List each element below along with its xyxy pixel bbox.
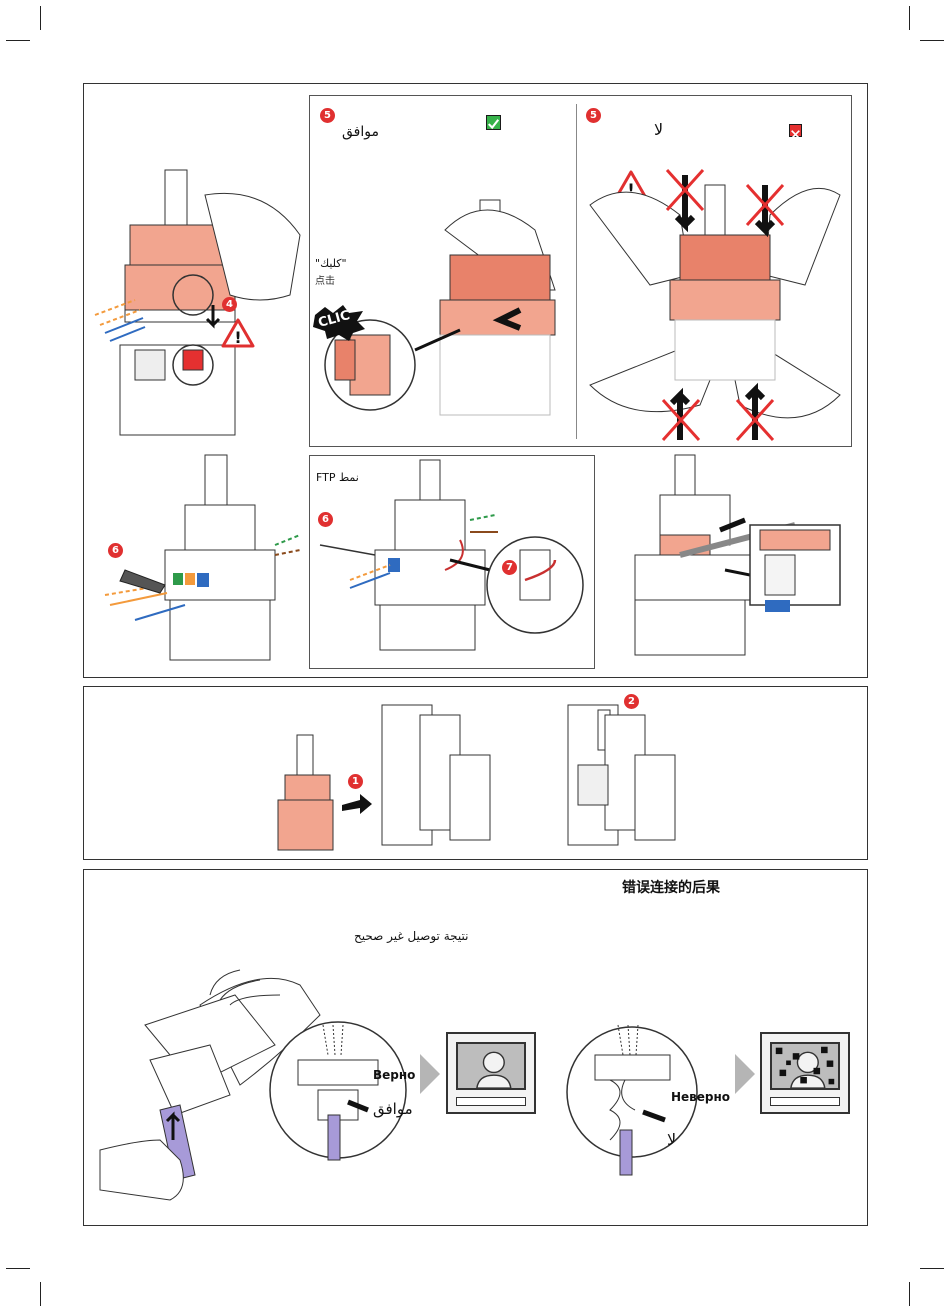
consequences-title-ar: نتيجة توصيل غير صحيح xyxy=(354,929,468,943)
grey-arrow-icon xyxy=(735,1054,755,1094)
crop-mark xyxy=(40,1282,41,1306)
correct-label-ar: موافق xyxy=(373,1100,413,1118)
correct-label-ru: Верно xyxy=(373,1068,415,1082)
step-badge-5-ok: 5 xyxy=(320,108,335,123)
step1-illustration xyxy=(270,695,500,855)
step6-ftp-illustration xyxy=(320,460,590,665)
no-label-ar: لا xyxy=(654,120,663,139)
step6-left-illustration xyxy=(105,455,305,665)
crop-mark xyxy=(909,1282,910,1306)
monitor-error-icon xyxy=(760,1032,850,1114)
step-badge-6-left: 6 xyxy=(108,543,123,558)
correct-detail-illustration xyxy=(268,1020,408,1160)
step5-no-illustration xyxy=(585,165,845,440)
step-badge-7: 7 xyxy=(502,560,517,575)
step-badge-2: 2 xyxy=(624,694,639,709)
crop-mark xyxy=(6,1268,30,1269)
step5-divider xyxy=(576,104,577,439)
step2-illustration xyxy=(560,695,690,855)
monitor-ok-icon xyxy=(446,1032,536,1114)
step-badge-4: 4 xyxy=(222,297,237,312)
grey-arrow-icon xyxy=(420,1054,440,1094)
wrong-label-ru: Неверно xyxy=(671,1090,730,1104)
wrong-label-ar: لا xyxy=(667,1130,676,1149)
ok-check-icon xyxy=(486,115,501,130)
crop-mark xyxy=(909,6,910,30)
step4-illustration xyxy=(95,165,305,440)
crop-mark xyxy=(40,6,41,30)
crop-mark xyxy=(920,1268,944,1269)
no-cross-icon xyxy=(789,124,802,137)
consequences-title-zh: 错误连接的后果 xyxy=(622,877,720,897)
crop-mark xyxy=(920,40,944,41)
ok-label-ar: موافق xyxy=(342,124,379,140)
svg-text:!: ! xyxy=(234,328,241,347)
warning-icon: ! xyxy=(221,318,255,348)
step-badge-1: 1 xyxy=(348,774,363,789)
step6-right-illustration xyxy=(625,455,845,665)
crop-mark xyxy=(6,40,30,41)
step-badge-5-no: 5 xyxy=(586,108,601,123)
